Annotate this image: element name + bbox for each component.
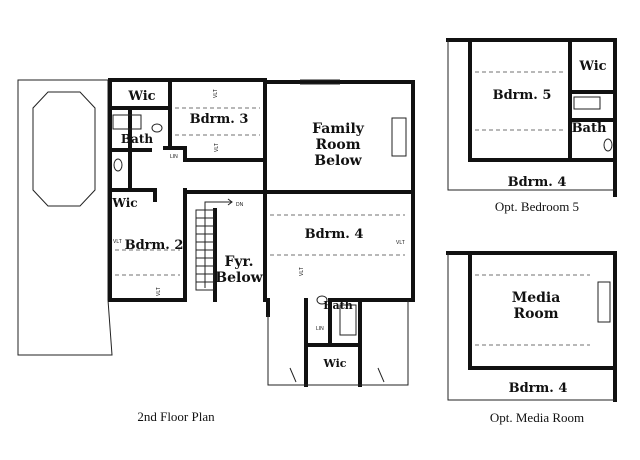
lower-bath-sink bbox=[316, 295, 328, 305]
media-room-label-1: Media bbox=[512, 290, 561, 306]
bdrm3-label: Bdrm. 3 bbox=[190, 112, 249, 127]
roof-outline bbox=[17, 79, 113, 356]
opt-bedroom-5-plan bbox=[446, 38, 617, 197]
exterior-wall-lower bbox=[266, 298, 308, 320]
family-room-label-3: Below bbox=[314, 153, 362, 169]
vlt-mark-bdrm4: VLT bbox=[299, 267, 305, 276]
exterior-wall-left bbox=[108, 78, 187, 302]
opt-bdrm4-label: Bdrm. 4 bbox=[508, 175, 567, 190]
bdrm4-label: Bdrm. 4 bbox=[305, 227, 364, 242]
opt-media-caption: Opt. Media Room bbox=[490, 410, 584, 425]
opt-bedroom5-walls bbox=[446, 38, 617, 197]
opt-bath-label: Bath bbox=[572, 121, 607, 136]
left-bath-tub bbox=[112, 114, 142, 130]
skylight-octagon bbox=[32, 91, 96, 207]
media-room-label-2: Room bbox=[513, 306, 558, 322]
left-bath-toilet bbox=[113, 158, 123, 172]
vlt-mark-bdrm2: VLT bbox=[113, 239, 122, 245]
lower-bath-tub bbox=[339, 304, 357, 336]
foyer-label-2: Below bbox=[215, 270, 263, 286]
vlt-mark-bdrm3-lower: VLT bbox=[214, 143, 220, 152]
bath-bottom-label: Bath bbox=[323, 299, 353, 312]
opt-media-room-plan bbox=[446, 251, 617, 402]
wic-top-label: Wic bbox=[127, 89, 155, 104]
bdrm2-label: Bdrm. 2 bbox=[125, 238, 184, 253]
bump-out-diagonals bbox=[289, 367, 385, 383]
dn-mark: DN bbox=[236, 202, 244, 208]
vlt-mark-bdrm4-right: VLT bbox=[396, 240, 405, 246]
bump-out bbox=[267, 300, 409, 386]
opt-bedroom5-outline bbox=[447, 40, 615, 191]
vlt-mark-bdrm3: VLT bbox=[213, 89, 219, 98]
opt-bedroom5-caption: Opt. Bedroom 5 bbox=[495, 199, 579, 214]
second-floor-plan bbox=[17, 78, 415, 387]
lin-mark-upper: LIN bbox=[170, 154, 178, 160]
opt-bedroom5-dash bbox=[475, 71, 565, 131]
wic-bottom-label: Wic bbox=[322, 357, 346, 370]
opt-bdrm5-label: Bdrm. 5 bbox=[493, 88, 552, 103]
media-bdrm4-label: Bdrm. 4 bbox=[509, 381, 568, 396]
main-plan-caption: 2nd Floor Plan bbox=[137, 409, 215, 424]
stair bbox=[195, 198, 233, 291]
vlt-mark-bdrm2-lower: VLT bbox=[156, 287, 162, 296]
opt-bedroom5-toilet bbox=[603, 138, 613, 152]
lin-mark-lower: LIN bbox=[316, 326, 324, 332]
family-room-label-1: Family bbox=[312, 121, 365, 137]
family-room-label-2: Room bbox=[315, 137, 360, 153]
opt-media-dash bbox=[475, 274, 590, 346]
opt-media-walls bbox=[446, 251, 617, 402]
opt-media-fireplace bbox=[597, 281, 611, 323]
interior-walls bbox=[108, 78, 415, 302]
window-top bbox=[300, 79, 340, 85]
fireplace bbox=[391, 117, 407, 157]
opt-wic-label: Wic bbox=[578, 59, 606, 74]
vault-lines bbox=[115, 107, 405, 276]
wic-left-label: Wic bbox=[111, 196, 137, 210]
opt-media-outline bbox=[447, 253, 615, 401]
foyer-label-1: Fyr. bbox=[224, 254, 253, 270]
left-bath-sink bbox=[151, 123, 163, 133]
bath-left-label: Bath bbox=[121, 132, 153, 146]
lower-bath-walls bbox=[304, 298, 362, 387]
opt-bedroom5-tub bbox=[573, 96, 601, 110]
